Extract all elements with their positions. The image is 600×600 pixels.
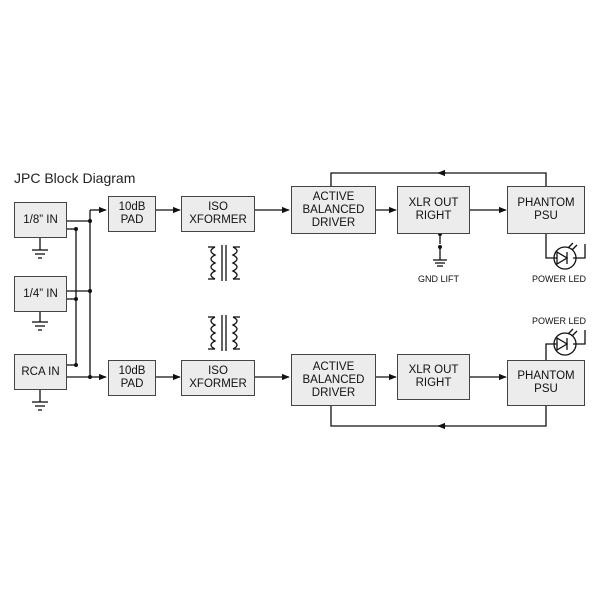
input-bus [67,206,107,381]
block-input-18: 1/8” IN [14,202,67,238]
block-input-14: 1/4” IN [14,276,67,312]
label-power-led-bottom: POWER LED [532,316,587,326]
block-phantom-psu-top: PHANTOM PSU [507,186,585,234]
block-phantom-psu-bottom: PHANTOM PSU [507,360,585,406]
gnd-lift-switch-icon [433,234,447,267]
block-pad-top: 10dB PAD [108,196,156,232]
block-xlr-out-top: XLR OUT RIGHT [397,186,470,234]
block-iso-xformer-top: ISO XFORMER [181,196,255,232]
power-led-icon-bottom [545,328,586,360]
ground-symbol-18 [32,238,48,259]
label-power-led-top: POWER LED [532,274,587,284]
label-gnd-lift: GND LIFT [418,274,460,284]
block-iso-xformer-bottom: ISO XFORMER [181,360,255,396]
ground-symbol-rca [32,390,48,411]
block-xlr-out-bottom: XLR OUT RIGHT [397,354,470,400]
block-pad-bottom: 10dB PAD [108,360,156,396]
transformer-icon-bottom [208,315,240,351]
block-input-rca: RCA IN [14,354,67,390]
ground-symbol-14 [32,312,48,331]
power-led-icon-top [545,234,586,270]
transformer-icon-top [208,245,240,281]
bottom-signal-chain-arrows [156,373,547,430]
diagram-title: JPC Block Diagram [14,170,136,186]
block-driver-top: ACTIVE BALANCED DRIVER [291,186,376,234]
block-driver-bottom: ACTIVE BALANCED DRIVER [291,354,376,406]
top-signal-chain-arrows [156,169,547,214]
